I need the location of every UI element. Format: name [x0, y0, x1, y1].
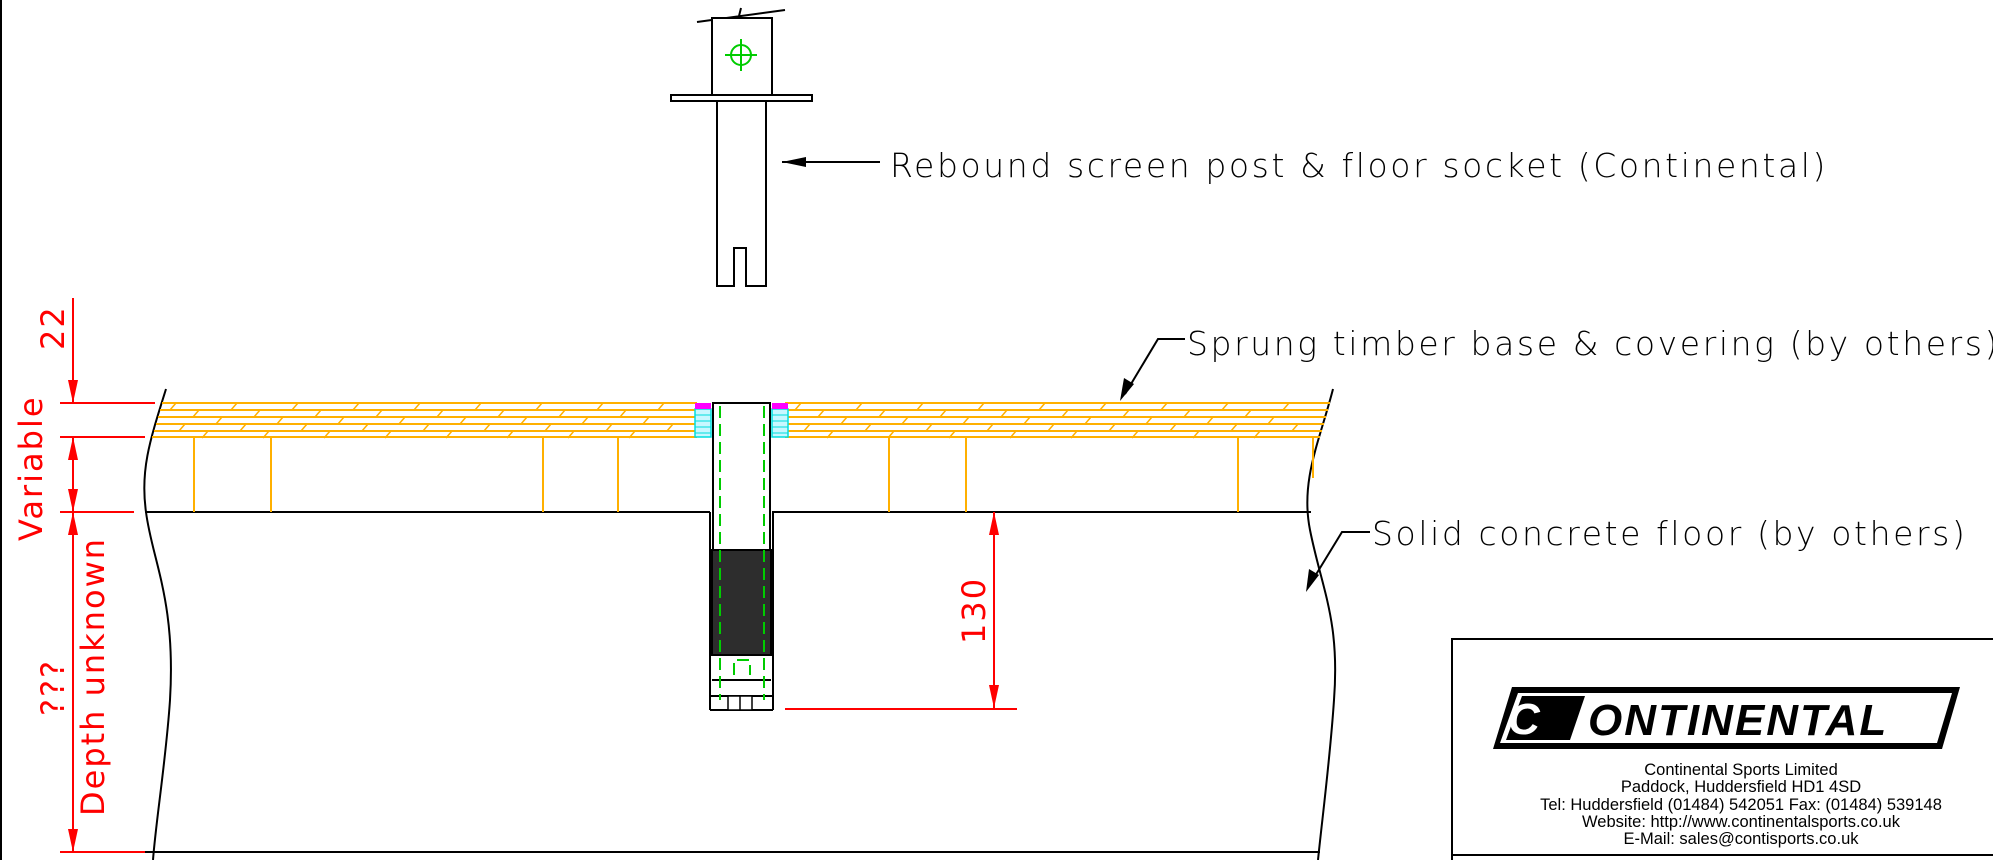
timber-covering-left: [152, 402, 697, 438]
company-email: E-Mail: sales@contisports.co.uk: [1624, 830, 1860, 848]
dimension-arrowheads: [68, 380, 999, 852]
dimension-lines: [60, 298, 1017, 853]
company-phone: Tel: Huddersfield (01484) 542051 Fax: (0…: [1540, 796, 1942, 814]
concrete-left-break-line: [143, 388, 172, 860]
floor-socket: [709, 402, 774, 711]
company-address: Paddock, Huddersfield HD1 4SD: [1621, 778, 1861, 796]
title-block: C ONTINENTAL Continental Sports Limited …: [1451, 638, 1993, 860]
logo-wordmark: ONTINENTAL: [1588, 696, 1888, 745]
sprung-battens: [193, 437, 1314, 512]
post-crosshair-icon: [725, 39, 757, 71]
rebound-post: [670, 7, 813, 287]
socket-grout-fill: [711, 549, 772, 656]
variable-dimension-label: Variable: [12, 395, 50, 541]
post-socket-callout: Rebound screen post & floor socket (Cont…: [890, 146, 1828, 185]
post-base-plate: [670, 94, 813, 102]
post-leader-arrow: [782, 157, 880, 167]
continental-logo: C ONTINENTAL: [1493, 687, 1960, 749]
floor-section: [140, 388, 1337, 860]
unknown-dimension-marks: ???: [34, 659, 72, 716]
concrete-floor-callout: Solid concrete floor (by others): [1372, 514, 1967, 553]
socket-packer-hatch: [695, 414, 788, 434]
covering-dimension-22: 22: [34, 305, 72, 350]
socket-cap-left: [695, 403, 711, 409]
company-name: Continental Sports Limited: [1644, 761, 1838, 779]
logo-initial: C: [1508, 695, 1542, 744]
company-website: Website: http://www.continentalsports.co…: [1582, 813, 1901, 831]
depth-unknown-label: Depth unknown: [74, 537, 112, 816]
sprung-timber-callout: Sprung timber base & covering (by others…: [1187, 324, 1993, 363]
concrete-right-break-line: [1306, 388, 1337, 860]
socket-guide-lines: [719, 406, 765, 700]
socket-depth-dimension-130: 130: [955, 577, 993, 644]
timber-leader-arrow: [1120, 338, 1185, 401]
timber-board-joints: [169, 402, 1299, 439]
socket-cap-right: [772, 403, 788, 409]
post-shaft: [716, 101, 767, 287]
timber-covering-right: [785, 402, 1330, 438]
socket-tube: [712, 402, 771, 551]
concrete-leader-arrow: [1306, 531, 1370, 592]
title-block-border: [1451, 638, 1993, 860]
